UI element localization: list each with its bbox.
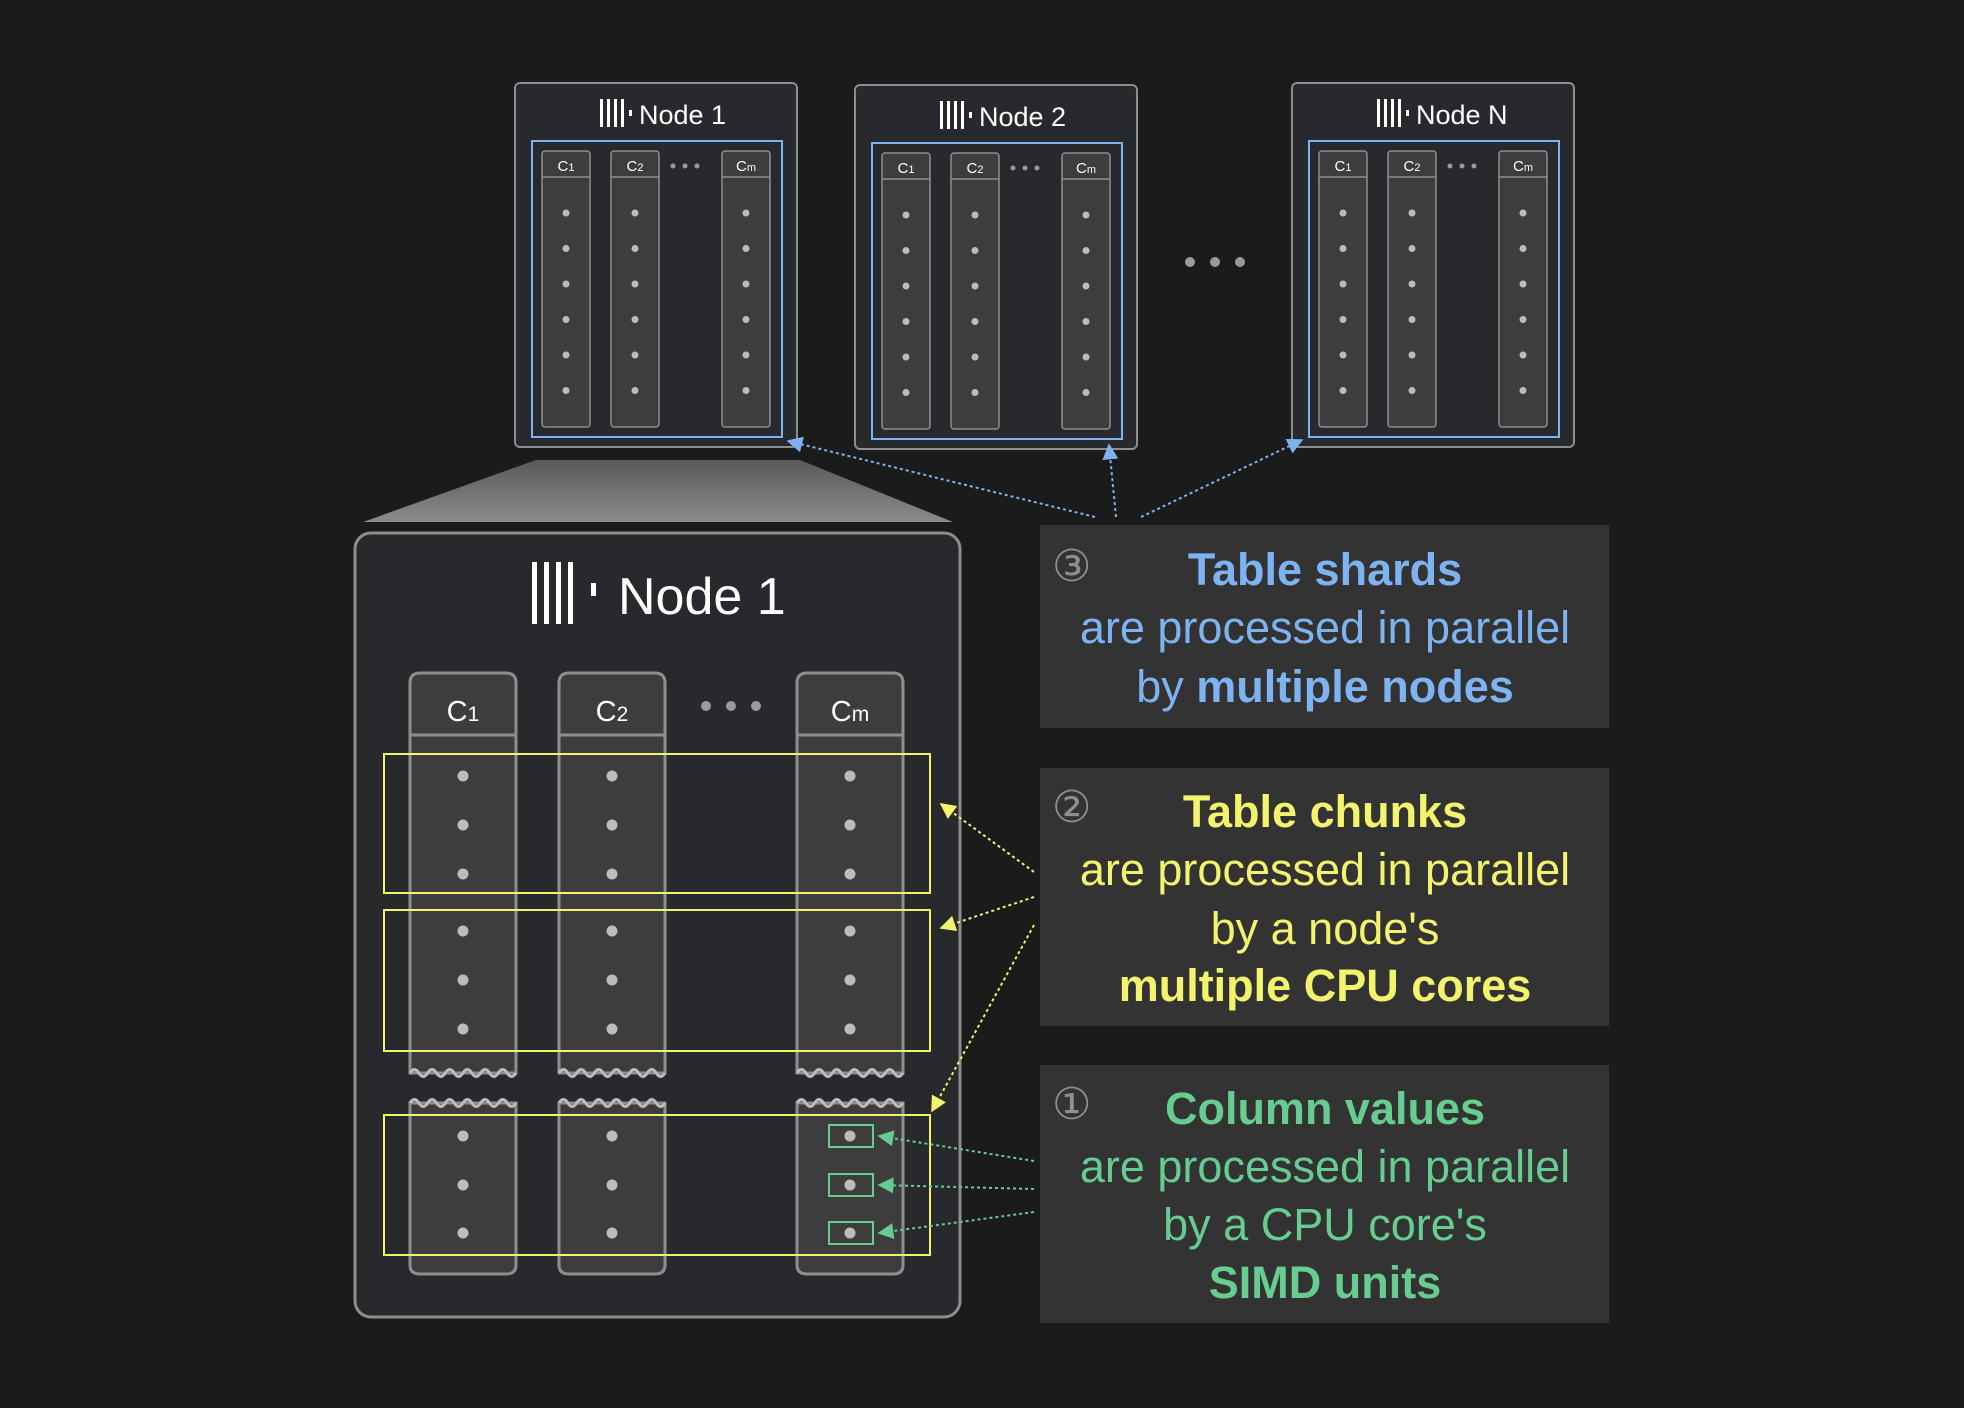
callout-simd: ① Column values are processed in paralle…: [1040, 1065, 1609, 1323]
zoomed-node: Node 1 C1 C2 Cm: [353, 531, 962, 1319]
callout-chunks-title: Table chunks: [1183, 786, 1467, 837]
node-box-2: Node 2 C1 C2 Cm: [854, 84, 1138, 450]
column-value: [606, 819, 618, 831]
zoom-ellipsis: [701, 701, 761, 711]
simd-arrows: [877, 1130, 1035, 1239]
nodes-ellipsis: [1185, 257, 1245, 267]
column-cm: Cm: [1498, 150, 1548, 428]
callout-simd-line3: SIMD units: [1209, 1257, 1442, 1308]
column-c1: C1: [881, 152, 931, 430]
callout-simd-line1: are processed in parallel: [1080, 1141, 1570, 1192]
column-value: [844, 1130, 856, 1142]
column-c1: C1: [1318, 150, 1368, 428]
zoom-node-title: Node 1: [618, 568, 786, 626]
zoom-column-c2: C2: [557, 671, 667, 1276]
column-value: [844, 1227, 856, 1239]
column-c2: C2: [610, 150, 660, 428]
callout-chunks-line2: by a node's: [1211, 903, 1440, 954]
simd-value-box-1: [828, 1124, 874, 1148]
column-header: Cm: [1076, 160, 1096, 177]
column-value: [457, 925, 469, 937]
column-value: [844, 1179, 856, 1191]
node-logo-icon: [600, 99, 632, 127]
node-title: Node 2: [979, 102, 1066, 132]
column-value: [606, 974, 618, 986]
callout-shards-line2-pre: by: [1136, 661, 1196, 712]
zoom-column-c1: C1: [408, 671, 518, 1276]
column-value: [457, 1179, 469, 1191]
node-logo-icon: [940, 101, 972, 129]
column-value: [606, 1227, 618, 1239]
column-value: [457, 868, 469, 880]
callout-shards-title: Table shards: [1188, 544, 1462, 595]
callout-shards-line2-bold: multiple nodes: [1196, 661, 1514, 712]
column-c1: C1: [541, 150, 591, 428]
chunk-box-2: [383, 909, 931, 1052]
column-c2: C2: [1387, 150, 1437, 428]
zoom-connector: [363, 460, 953, 522]
chunk-box-1: [383, 753, 931, 894]
callout-chunks-line3: multiple CPU cores: [1119, 960, 1532, 1011]
column-value: [606, 1130, 618, 1142]
node-logo-icon: [1377, 99, 1409, 127]
column-header: C1: [1335, 158, 1352, 175]
column-value: [457, 770, 469, 782]
column-header: C1: [558, 158, 575, 175]
column-cm: Cm: [1061, 152, 1111, 430]
node-box-1: Node 1 C1 C2 Cm: [514, 82, 798, 448]
column-header: Cm: [736, 158, 756, 175]
chunk-arrows: [931, 803, 1035, 1113]
column-value: [844, 868, 856, 880]
node-box-n: Node N C1 C2 Cm: [1291, 82, 1575, 448]
simd-value-box-3: [828, 1221, 874, 1245]
zoom-columns: C1 C2 Cm: [408, 671, 905, 1276]
callout-shards-line1: are processed in parallel: [1080, 602, 1570, 653]
column-value: [844, 770, 856, 782]
zoom-column-cm: Cm: [795, 671, 905, 1276]
node-title: Node N: [1416, 100, 1508, 130]
node-logo-icon: [532, 562, 596, 624]
column-value: [844, 1023, 856, 1035]
callout-chunks-number: ②: [1052, 782, 1091, 833]
column-header: C2: [967, 160, 984, 177]
column-value: [457, 974, 469, 986]
column-value: [844, 974, 856, 986]
callout-simd-title: Column values: [1165, 1083, 1485, 1134]
simd-value-box-2: [828, 1173, 874, 1197]
column-value: [606, 925, 618, 937]
column-value: [606, 770, 618, 782]
chunk-box-3: [383, 1114, 931, 1256]
callout-shards-line2: by multiple nodes: [1136, 661, 1514, 712]
column-header: C1: [898, 160, 915, 177]
column-value: [457, 1023, 469, 1035]
callout-shards: ③ Table shards are processed in parallel…: [1040, 525, 1609, 728]
column-header: C2: [1404, 158, 1421, 175]
node-title: Node 1: [639, 100, 726, 130]
column-value: [457, 1227, 469, 1239]
zoom-column-header: Cm: [831, 696, 869, 728]
column-value: [606, 868, 618, 880]
column-cm: Cm: [721, 150, 771, 428]
column-value: [457, 819, 469, 831]
callout-simd-number: ①: [1052, 1079, 1091, 1130]
callout-chunks-line1: are processed in parallel: [1080, 844, 1570, 895]
column-value: [844, 819, 856, 831]
column-c2: C2: [950, 152, 1000, 430]
column-header: Cm: [1513, 158, 1533, 175]
zoom-column-header: C1: [447, 696, 480, 728]
callout-chunks: ② Table chunks are processed in parallel…: [1040, 768, 1609, 1026]
callout-simd-line2: by a CPU core's: [1163, 1199, 1487, 1250]
column-value: [457, 1130, 469, 1142]
callout-shards-number: ③: [1052, 541, 1091, 592]
column-value: [844, 925, 856, 937]
shard-arrows: [786, 436, 1304, 518]
column-header: C2: [627, 158, 644, 175]
column-value: [606, 1023, 618, 1035]
zoom-column-header: C2: [596, 696, 629, 728]
column-value: [606, 1179, 618, 1191]
